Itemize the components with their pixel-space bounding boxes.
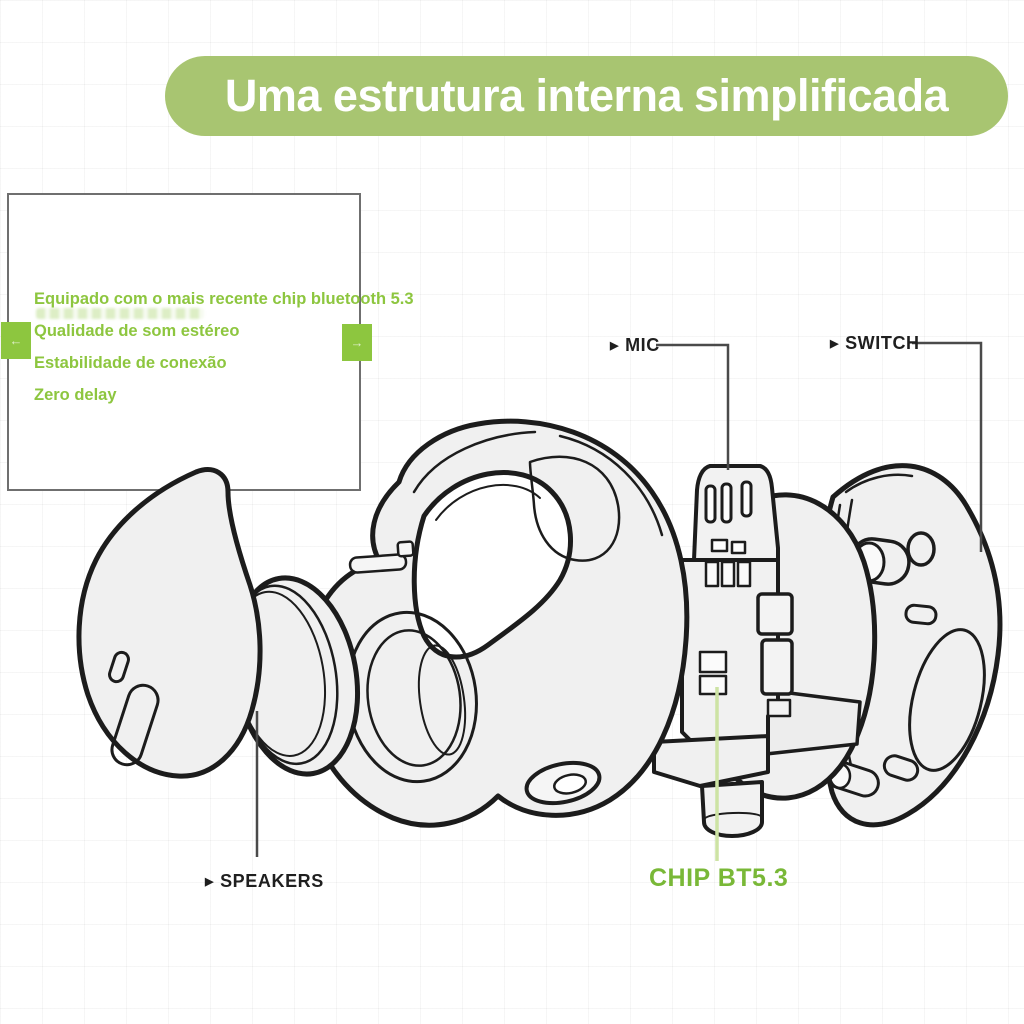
- chip-label: CHIP BT5.3: [649, 864, 789, 892]
- title-banner: Uma estrutura interna simplificada: [165, 56, 1008, 136]
- switch-callout-line: [912, 341, 983, 552]
- feature-item: Qualidade de som estéreo: [34, 322, 240, 340]
- feature-list: Equipado com o mais recente chip bluetoo…: [34, 283, 414, 411]
- triangle-marker-icon: ▶: [830, 338, 840, 350]
- feature-item: Estabilidade de conexão: [34, 354, 227, 372]
- speakers-label: ▶SPEAKERS: [205, 871, 324, 891]
- chip-module-part: [652, 464, 878, 838]
- triangle-marker-icon: ▶: [205, 876, 215, 888]
- page-title: Uma estrutura interna simplificada: [224, 70, 949, 121]
- feature-item: Zero delay: [34, 386, 117, 404]
- feature-card: Equipado com o mais recente chip bluetoo…: [7, 193, 414, 491]
- right-arrow-icon: →: [350, 335, 364, 350]
- left-arrow-icon: ←: [9, 333, 23, 348]
- triangle-marker-icon: ▶: [610, 340, 620, 352]
- next-arrow-button[interactable]: →: [342, 324, 372, 361]
- faded-text-artifact: [36, 308, 204, 319]
- mic-callout-line: [656, 343, 730, 470]
- switch-label: ▶SWITCH: [830, 333, 920, 353]
- mic-label: ▶MIC: [610, 335, 660, 355]
- speaker-driver-part: [231, 575, 361, 777]
- main-body-ear-hook-part: [302, 418, 690, 828]
- ear-tip-part: [76, 467, 263, 779]
- feature-item: Equipado com o mais recente chip bluetoo…: [34, 290, 414, 308]
- outer-shell-part: [812, 463, 1003, 828]
- prev-arrow-button[interactable]: ←: [1, 322, 31, 359]
